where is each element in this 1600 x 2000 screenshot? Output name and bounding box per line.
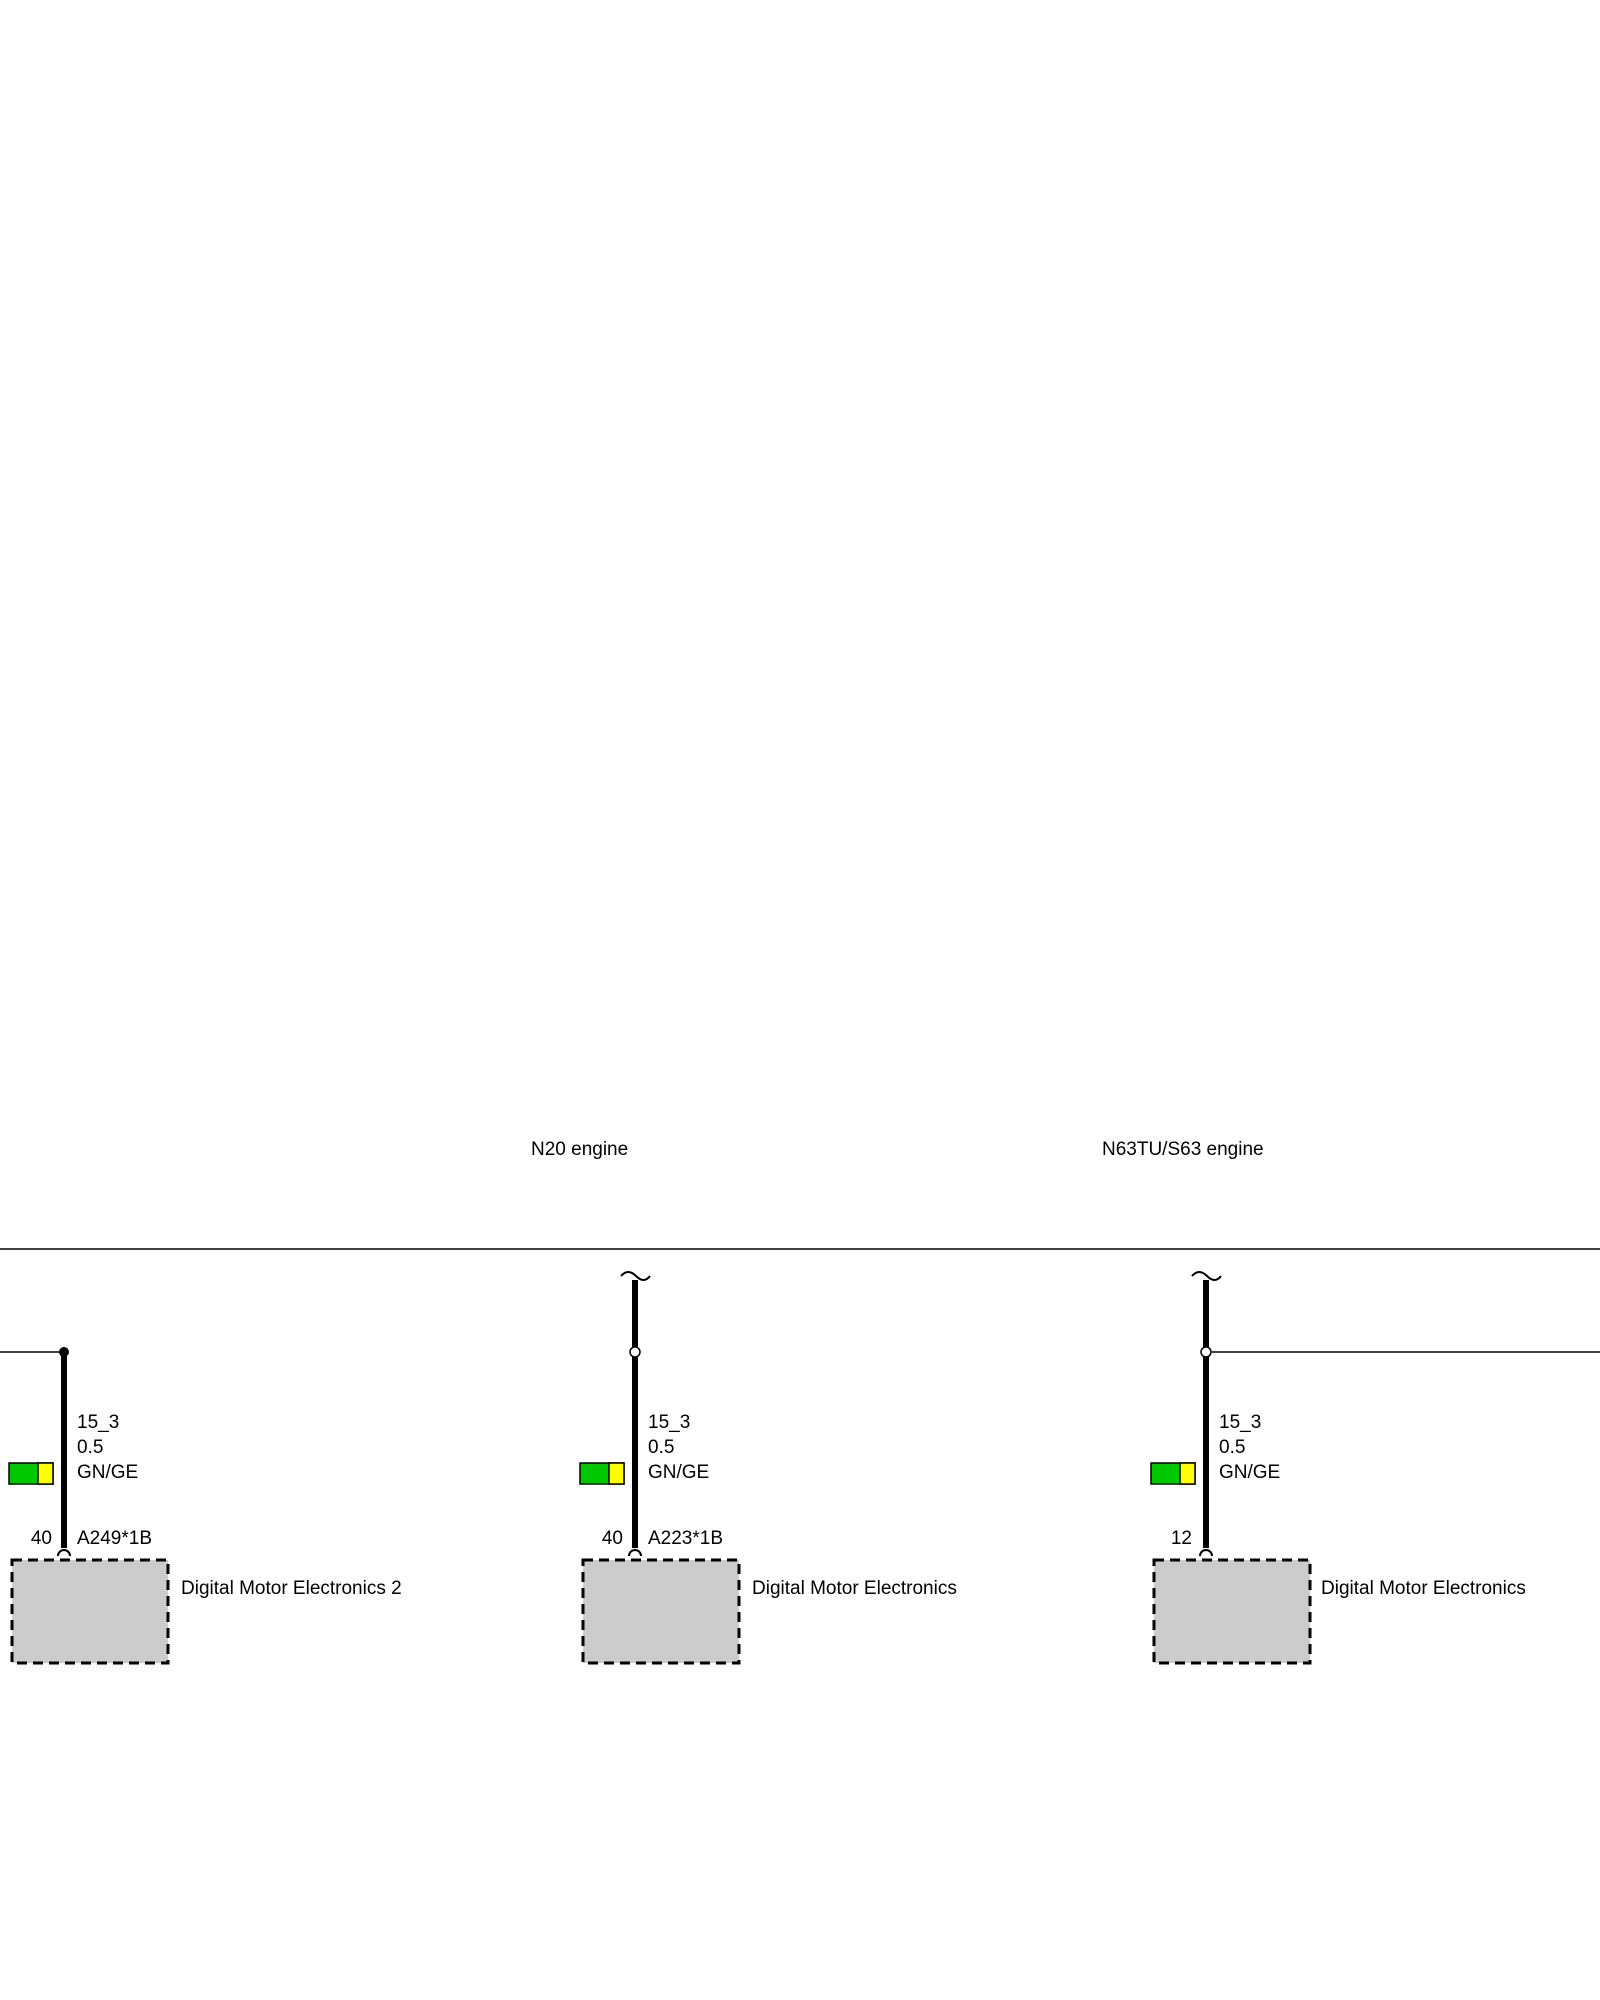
connector-label-2: A223*1B	[648, 1528, 724, 1549]
branch-2	[579, 1271, 741, 1665]
signal-label-3: 15_3	[1219, 1412, 1262, 1433]
module-label-2: Digital Motor Electronics	[752, 1578, 957, 1599]
signal-label-2: 15_3	[648, 1412, 691, 1433]
connector-label-1: A249*1B	[77, 1528, 153, 1549]
pin-number-3: 12	[1170, 1528, 1192, 1549]
module-box-1	[10, 1558, 170, 1665]
caption-n20-engine: N20 engine	[531, 1139, 629, 1160]
junction-dot-1	[59, 1347, 69, 1357]
module-box-3	[1152, 1558, 1312, 1665]
junction-dot-3	[1200, 1346, 1212, 1358]
pin-socket-2	[628, 1549, 642, 1557]
gauge-label-2: 0.5	[648, 1437, 675, 1458]
insulation-stripe-2	[608, 1462, 625, 1485]
insulation-stripe-1	[37, 1462, 54, 1485]
pin-number-1: 40	[30, 1528, 52, 1549]
pin-socket-1	[57, 1549, 71, 1557]
module-box-2	[581, 1558, 741, 1665]
wire-break-2	[620, 1271, 651, 1281]
module-label-3: Digital Motor Electronics	[1321, 1578, 1526, 1599]
pin-number-2: 40	[601, 1528, 623, 1549]
wire-color-label-3: GN/GE	[1219, 1462, 1281, 1483]
branch-3	[1150, 1271, 1600, 1665]
gauge-label-3: 0.5	[1219, 1437, 1246, 1458]
wire-color-label-2: GN/GE	[648, 1462, 710, 1483]
caption-n63tu-s63-engine: N63TU/S63 engine	[1102, 1139, 1264, 1160]
signal-label-1: 15_3	[77, 1412, 120, 1433]
junction-dot-2	[629, 1346, 641, 1358]
wire-break-3	[1191, 1271, 1222, 1281]
wire-color-label-1: GN/GE	[77, 1462, 139, 1483]
gauge-label-1: 0.5	[77, 1437, 104, 1458]
branch-1	[0, 1347, 170, 1665]
pin-socket-3	[1199, 1549, 1213, 1557]
module-label-1: Digital Motor Electronics 2	[181, 1578, 402, 1599]
insulation-stripe-3	[1179, 1462, 1196, 1485]
